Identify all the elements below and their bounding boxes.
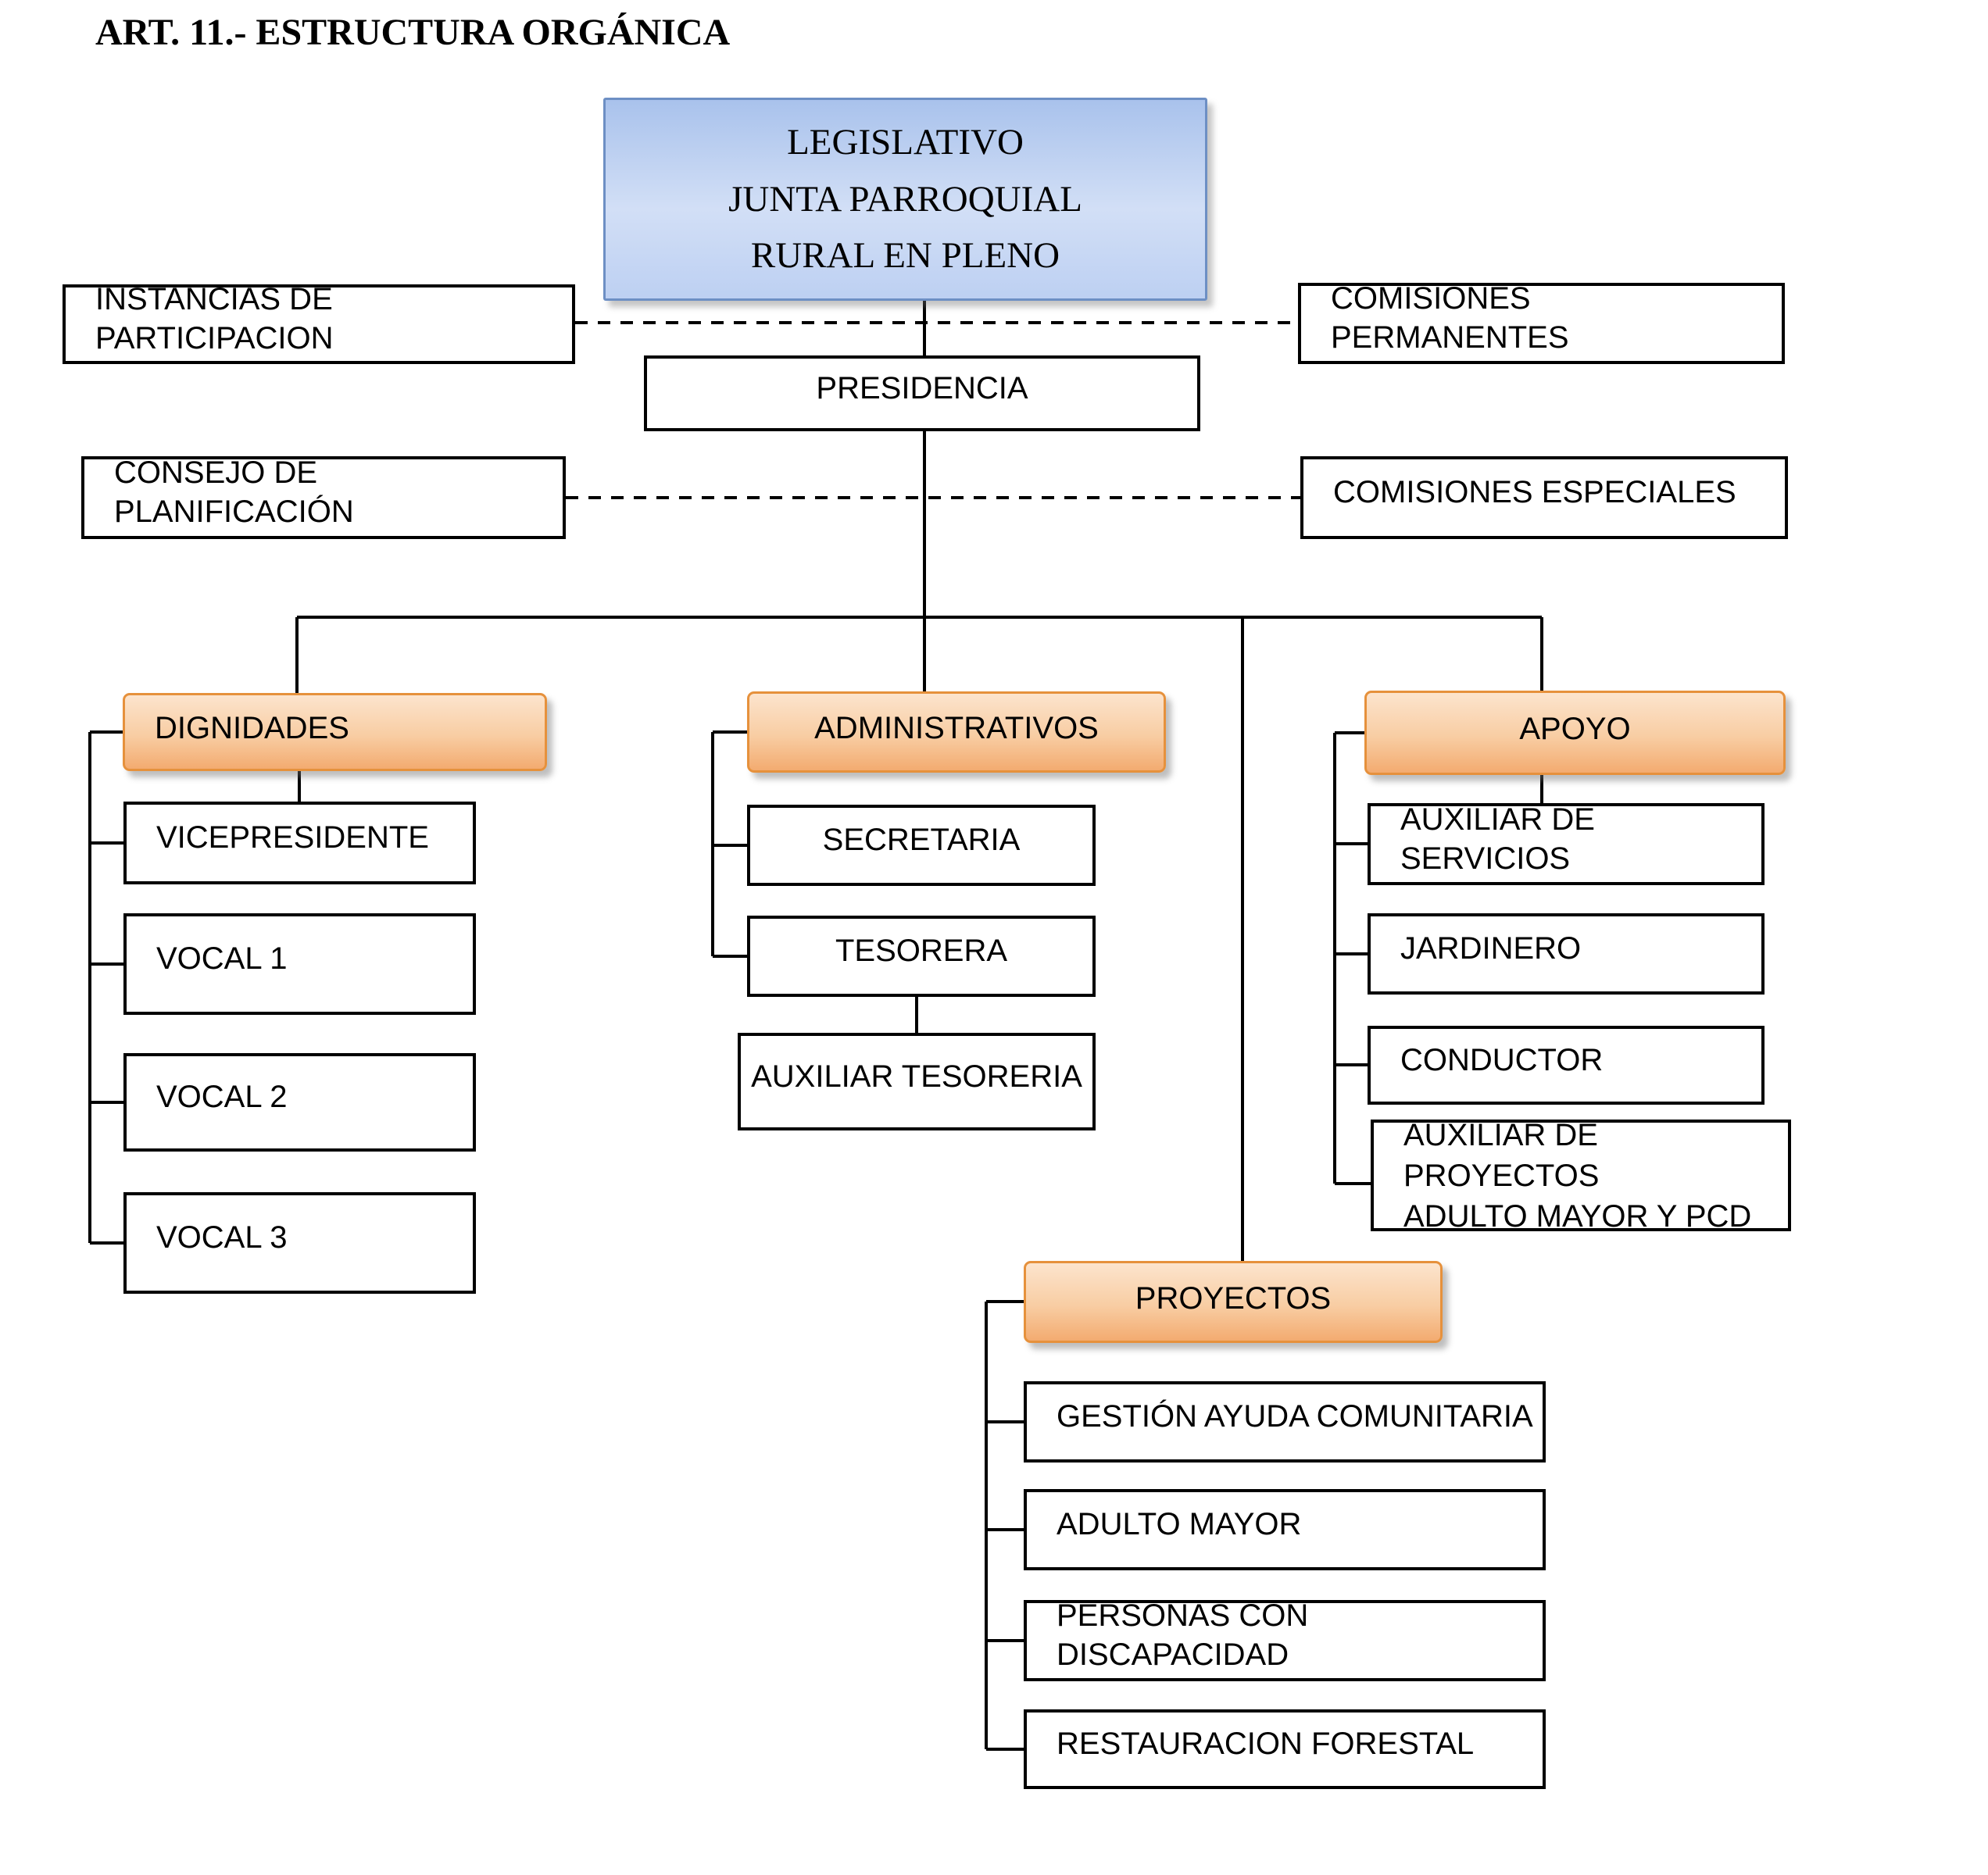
node-label: AUXILIAR DE SERVICIOS [1400,802,1595,876]
node-presidencia: PRESIDENCIA [644,355,1200,431]
node-vocal-2: VOCAL 2 [123,1053,476,1152]
node-auxiliar-proyectos-line2: ADULTO MAYOR Y PCD [1403,1198,1752,1234]
group-header-apoyo: APOYO [1364,691,1786,775]
node-label: AUXILIAR DE PROYECTOS ADULTO MAYOR Y PCD [1403,1115,1779,1237]
node-secretaria: SECRETARIA [747,805,1096,886]
node-comisiones-especiales: COMISIONES ESPECIALES [1300,456,1788,539]
node-label: INSTANCIAS DE PARTICIPACION [95,282,334,355]
node-consejo-de-planificacion: CONSEJO DE PLANIFICACIÓN [81,455,566,539]
node-label: DIGNIDADES [155,711,349,745]
node-gestion-ayuda-comunitaria: GESTIÓN AYUDA COMUNITARIA [1024,1381,1546,1462]
node-label: VOCAL 2 [156,1080,288,1114]
node-label: ADULTO MAYOR [1057,1507,1302,1541]
group-header-proyectos: PROYECTOS [1024,1261,1443,1343]
node-label: CONDUCTOR [1400,1042,1604,1077]
node-label: APOYO [1519,712,1631,746]
node-auxiliar-de-servicios: AUXILIAR DE SERVICIOS [1368,802,1765,885]
node-label: AUXILIAR TESORERIA [751,1059,1082,1094]
node-label: SECRETARIA [822,823,1021,857]
node-label: VOCAL 3 [156,1220,288,1255]
page-title: ART. 11.- ESTRUCTURA ORGÁNICA [95,12,731,53]
group-header-administrativos: ADMINISTRATIVOS [747,691,1166,773]
node-label: COMISIONES ESPECIALES [1333,475,1736,509]
node-auxiliar-de-proyectos: AUXILIAR DE PROYECTOS ADULTO MAYOR Y PCD [1371,1118,1791,1234]
node-label: JARDINERO [1400,931,1582,966]
node-legislativo-line1: LEGISLATIVO [787,121,1024,162]
node-label: TESORERA [835,934,1008,968]
node-label: VOCAL 1 [156,941,288,976]
node-vocal-1: VOCAL 1 [123,913,476,1015]
node-adulto-mayor: ADULTO MAYOR [1024,1489,1546,1570]
node-legislativo-line2: JUNTA PARROQUIAL [728,178,1082,220]
node-auxiliar-tesoreria: AUXILIAR TESORERIA [738,1033,1096,1130]
node-instancias-de-participacion: INSTANCIAS DE PARTICIPACION [63,282,575,364]
node-legislativo-line3: RURAL EN PLENO [750,235,1060,277]
node-auxiliar-proyectos-line1: AUXILIAR DE PROYECTOS [1403,1117,1600,1193]
node-label: VICEPRESIDENTE [156,820,429,855]
node-conductor: CONDUCTOR [1368,1026,1765,1105]
node-tesorera: TESORERA [747,916,1096,997]
node-label: COMISIONES PERMANENTES [1331,281,1569,355]
node-legislativo: LEGISLATIVO JUNTA PARROQUIAL RURAL EN PL… [603,98,1207,301]
node-jardinero: JARDINERO [1368,913,1765,995]
node-comisiones-permanentes: COMISIONES PERMANENTES [1298,281,1785,364]
group-header-dignidades: DIGNIDADES [123,693,547,771]
node-label: PROYECTOS [1135,1280,1332,1316]
node-label: CONSEJO DE PLANIFICACIÓN [114,455,354,529]
node-restauracion-forestal: RESTAURACION FORESTAL [1024,1709,1546,1789]
node-label: ADMINISTRATIVOS [814,711,1099,745]
node-label: PERSONAS CON DISCAPACIDAD [1057,1598,1309,1672]
node-vocal-3: VOCAL 3 [123,1192,476,1294]
node-label: GESTIÓN AYUDA COMUNITARIA [1057,1399,1533,1434]
node-personas-con-discapacidad: PERSONAS CON DISCAPACIDAD [1024,1598,1546,1681]
node-label: RESTAURACION FORESTAL [1057,1727,1475,1761]
node-label: PRESIDENCIA [816,370,1028,405]
node-vicepresidente: VICEPRESIDENTE [123,802,476,884]
